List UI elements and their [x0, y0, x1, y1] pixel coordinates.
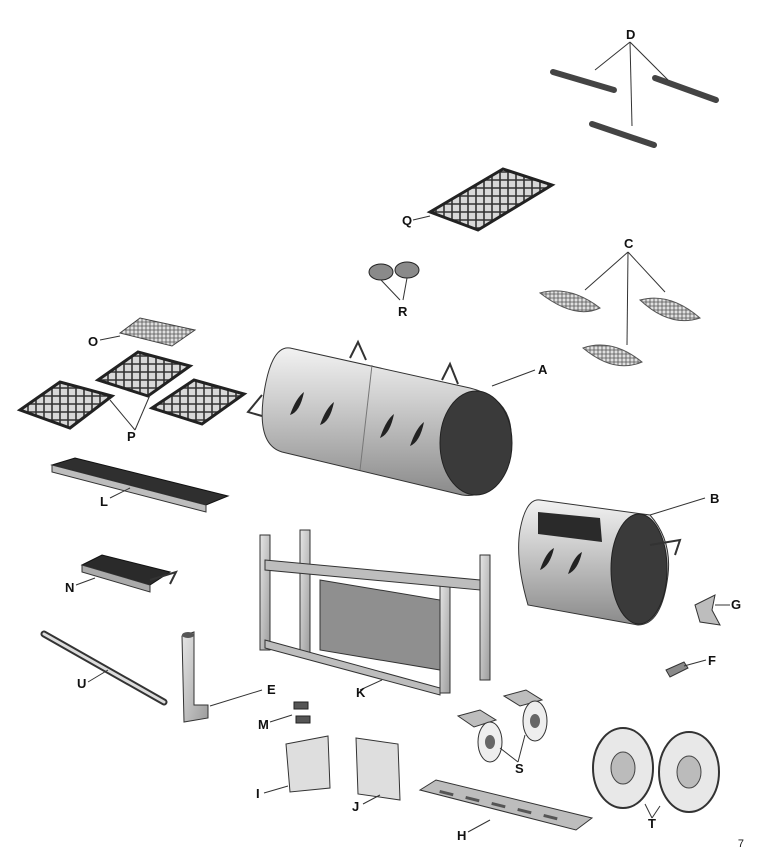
label-e: E	[267, 682, 276, 697]
label-o: O	[88, 334, 99, 349]
label-l: L	[100, 494, 108, 509]
label-q: Q	[402, 213, 413, 228]
part-n-ash-pan	[75, 554, 178, 593]
part-e-smokestack	[181, 631, 263, 723]
part-s-casters	[456, 689, 548, 763]
part-m-clips	[269, 701, 311, 724]
label-g: G	[731, 597, 742, 612]
label-f: F	[708, 653, 716, 668]
label-d: D	[626, 27, 636, 42]
leader-lines-p	[109, 394, 151, 431]
part-r-thermometers	[368, 261, 420, 301]
label-m: M	[258, 717, 269, 732]
part-c-charcoal-grates	[538, 290, 701, 367]
part-p-grates	[16, 350, 248, 430]
label-p: P	[127, 429, 136, 444]
part-j-door	[355, 737, 401, 805]
label-j: J	[352, 799, 360, 814]
part-k-cart-frame	[259, 529, 491, 696]
part-a-main-barrel	[246, 339, 536, 496]
label-c: C	[624, 236, 634, 251]
leader-lines-d	[594, 41, 669, 127]
part-u-axle	[40, 630, 168, 706]
label-n: N	[65, 580, 75, 595]
label-k: K	[356, 685, 366, 700]
part-h-vented-panel	[418, 779, 594, 833]
part-b-firebox	[518, 497, 706, 626]
label-i: I	[256, 786, 260, 801]
label-h: H	[457, 828, 467, 843]
part-g-bracket	[694, 594, 730, 626]
part-q-grate	[412, 167, 556, 232]
part-f-latch	[665, 659, 707, 678]
label-t: T	[648, 816, 656, 831]
part-i-door	[263, 735, 331, 794]
page-number: 7	[737, 838, 744, 850]
part-o-grate	[99, 317, 197, 347]
part-t-wheels	[592, 727, 720, 819]
label-b: B	[710, 491, 720, 506]
label-a: A	[538, 362, 548, 377]
label-s: S	[515, 761, 524, 776]
part-d-handles	[550, 69, 719, 148]
leader-lines-c	[584, 251, 666, 346]
part-l-shelf	[50, 457, 230, 513]
label-r: R	[398, 304, 408, 319]
label-u: U	[77, 676, 87, 691]
